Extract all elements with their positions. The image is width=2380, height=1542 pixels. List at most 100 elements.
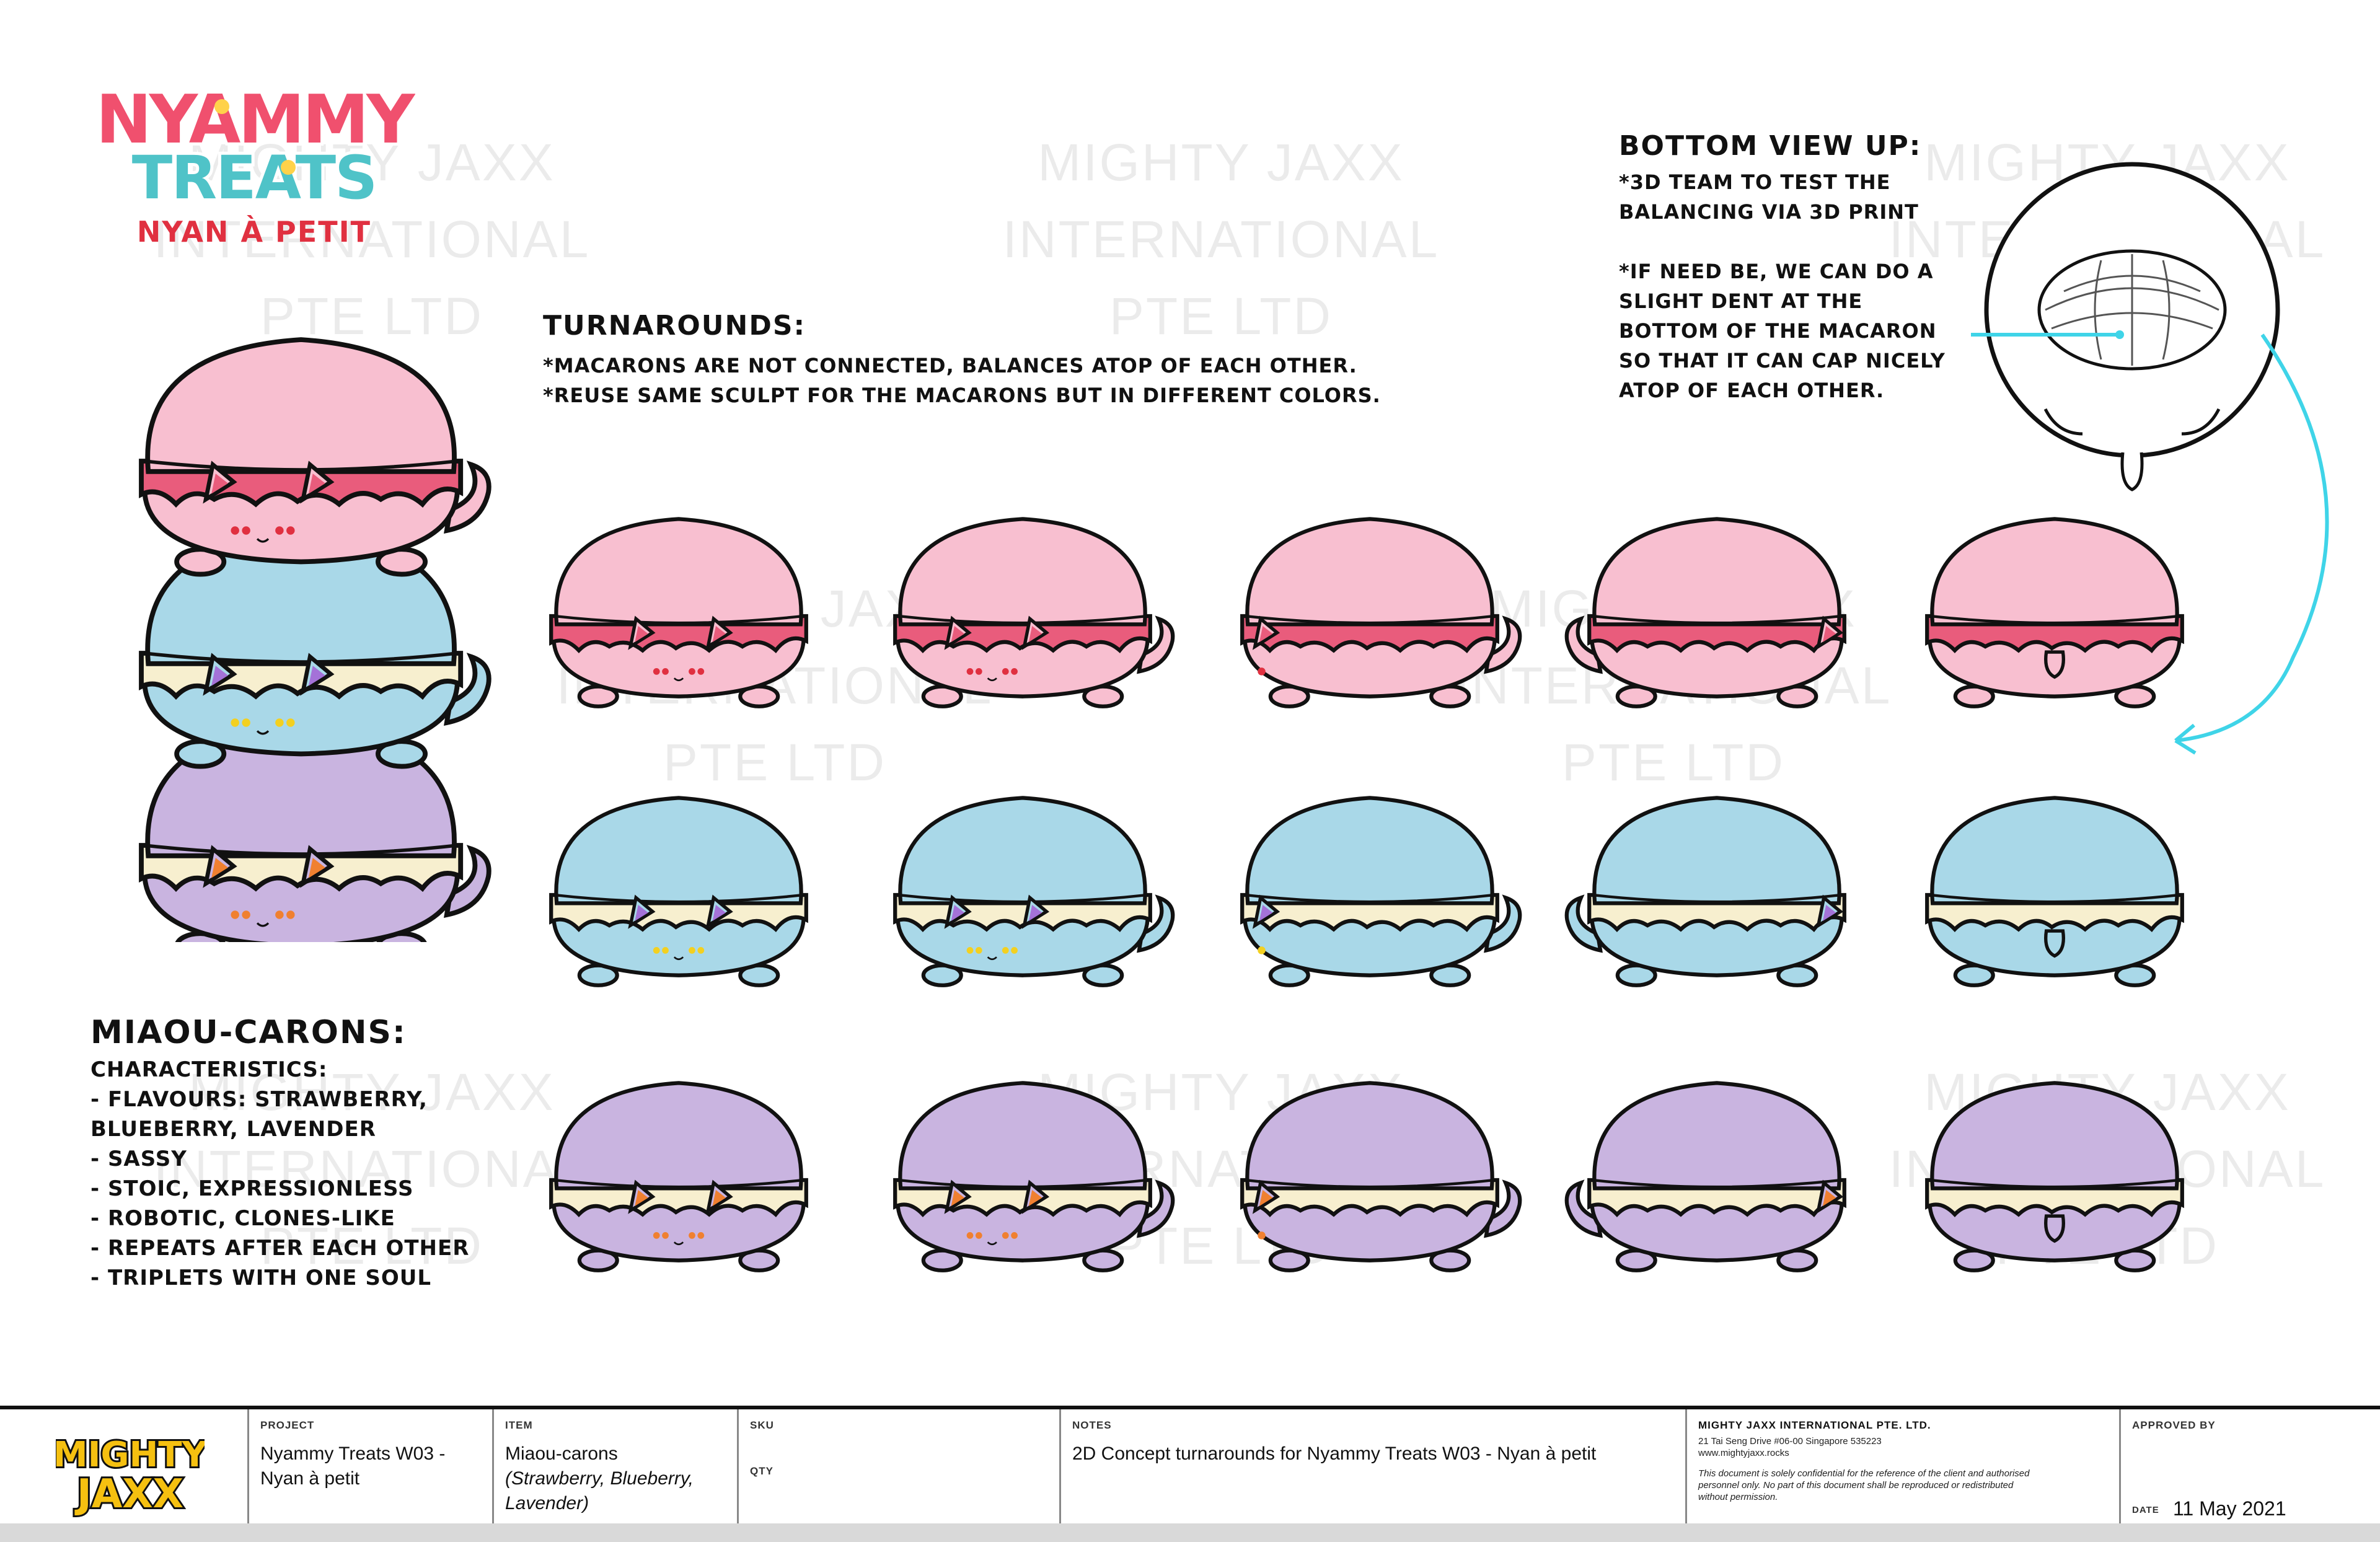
cat-ear-inner (635, 626, 648, 642)
logo-line-2: TREATS (132, 143, 376, 213)
cat-mouth (673, 956, 684, 961)
cat-ear-inner (635, 905, 648, 921)
cat-eye (697, 947, 705, 954)
cat-ear-inner (1259, 1190, 1273, 1206)
pointer-dot (2115, 330, 2124, 339)
shell-rim (1592, 1178, 1842, 1189)
cat-tail (2044, 1214, 2065, 1243)
macaron-shell (1930, 796, 2179, 905)
shell-rim (1592, 893, 1842, 904)
characteristic-line: - FLAVOURS: STRAWBERRY, (90, 1087, 428, 1112)
logo-subtitle: NYAN À PETIT (137, 215, 371, 249)
project-value: Nyammy Treats W03 - Nyan à petit (260, 1442, 445, 1491)
cat-eye (242, 526, 250, 535)
cat-eye (966, 947, 974, 954)
cat-eye (653, 1232, 660, 1239)
watermark-line: PTE LTD (260, 1217, 484, 1275)
macaron-turnaround-front (549, 796, 808, 987)
watermark-line: PTE LTD (1561, 733, 1786, 791)
cat-ear-inner (308, 858, 325, 878)
cat-mouth (673, 1241, 684, 1246)
shell-rim (1245, 1178, 1495, 1189)
shell-rim (553, 893, 804, 904)
date-value: 11 May 2021 (2173, 1497, 2286, 1520)
cat-body (142, 479, 460, 565)
cat-eye (286, 526, 295, 535)
characteristic-line: CHARACTERISTICS: (90, 1057, 328, 1082)
macaron-front (549, 796, 808, 987)
notes-cell: NOTES 2D Concept turnarounds for Nyammy … (1061, 1409, 1687, 1525)
cat-ear-inner (951, 1190, 965, 1206)
cat-eye (231, 910, 239, 919)
shell-rim (897, 614, 1148, 625)
macaron-turnaround-front (549, 1081, 808, 1272)
macaron-shell (554, 796, 803, 905)
item-value-italic: Lavender) (505, 1493, 589, 1513)
project-value-line: Nyammy Treats W03 - (260, 1443, 446, 1464)
brand-cell: MIGHTY JAXX (0, 1409, 249, 1525)
bottom-view-note: *3D TEAM TO TEST THE (1619, 170, 1891, 194)
item-label: ITEM (505, 1419, 533, 1431)
characteristics-list: CHARACTERISTICS: - FLAVOURS: STRAWBERRY,… (90, 1055, 469, 1293)
cat-eye (697, 1232, 705, 1239)
macaron-shell (1592, 796, 1841, 905)
cat-ear-inner (1028, 626, 1042, 642)
watermark-line: PTE LTD (260, 287, 484, 345)
cat-ear-inner (1822, 1190, 1836, 1206)
watermark-line: PTE LTD (663, 733, 887, 791)
cat-ear-inner (308, 666, 325, 686)
cat-body (142, 671, 460, 757)
bottom-view-note: SLIGHT DENT AT THE (1619, 289, 1863, 313)
cat-eye (242, 910, 250, 919)
cat-tail (443, 845, 491, 918)
cat-eye (275, 910, 284, 919)
cat-tail (1484, 894, 1522, 953)
project-label: PROJECT (260, 1419, 315, 1431)
macaron-three-quarter-left (893, 796, 1175, 987)
turnarounds-title: TURNAROUNDS: (543, 310, 806, 341)
miaou-carons-title: MIAOU-CARONS: (90, 1014, 407, 1051)
characteristic-line: - REPEATS AFTER EACH OTHER (90, 1236, 470, 1261)
macaron-side-left (1240, 517, 1522, 708)
logo-line-1: NYAMMY (96, 81, 416, 159)
item-value-line: (Strawberry, Blueberry, (505, 1466, 694, 1491)
bottom-view-title: BOTTOM VIEW UP: (1619, 130, 1922, 162)
sku-label: SKU (750, 1419, 774, 1431)
paw-icon (281, 160, 296, 175)
watermark-line: INTERNATIONAL (153, 210, 591, 268)
dent-contour (2094, 254, 2171, 366)
cat-tail (2044, 650, 2065, 679)
cat-ear-inner (1028, 1190, 1042, 1206)
cat-body (1590, 630, 1844, 698)
bottom-view-note: *IF NEED BE, WE CAN DO A (1619, 260, 1934, 283)
characteristic-line: BLUEBERRY, LAVENDER (90, 1117, 376, 1142)
macaron-three-quarter-back (1564, 796, 1846, 987)
cat-body (552, 1194, 806, 1262)
cat-body (896, 1194, 1150, 1262)
macaron-turnaround-back (1925, 517, 2184, 708)
cat-body (1590, 909, 1844, 977)
cat-eye (689, 668, 695, 675)
disclaimer-line: personnel only. No part of this document… (1698, 1480, 2014, 1491)
macaron-side-left (1240, 796, 1522, 987)
cat-eye (966, 1232, 974, 1239)
macaron-shell (554, 517, 803, 627)
approval-cell: APPROVED BY DATE 11 May 2021 (2121, 1409, 2380, 1525)
macaron-front (549, 1081, 808, 1272)
macaron-front (549, 517, 808, 708)
macaron-three-quarter-left (139, 337, 491, 577)
cat-ear-inner (211, 858, 228, 878)
macaron-turnaround-three-quarter-back (1564, 1081, 1846, 1272)
shell-rim (553, 614, 804, 625)
cat-mouth (256, 730, 270, 735)
cat-body (1243, 909, 1497, 977)
cat-tail (443, 460, 491, 534)
shell-rim (1929, 893, 2180, 904)
brand-line-1: MIGHTY (56, 1435, 205, 1475)
item-value-line: Miaou-carons (505, 1443, 618, 1464)
cat-ear-inner (1259, 626, 1273, 642)
mighty-jaxx-logo: MIGHTY JAXX (51, 1428, 210, 1521)
turnarounds-note: *MACARONS ARE NOT CONNECTED, BALANCES AT… (543, 354, 1357, 377)
macaron-back (1925, 796, 2184, 987)
cat-ear-inner (712, 626, 726, 642)
